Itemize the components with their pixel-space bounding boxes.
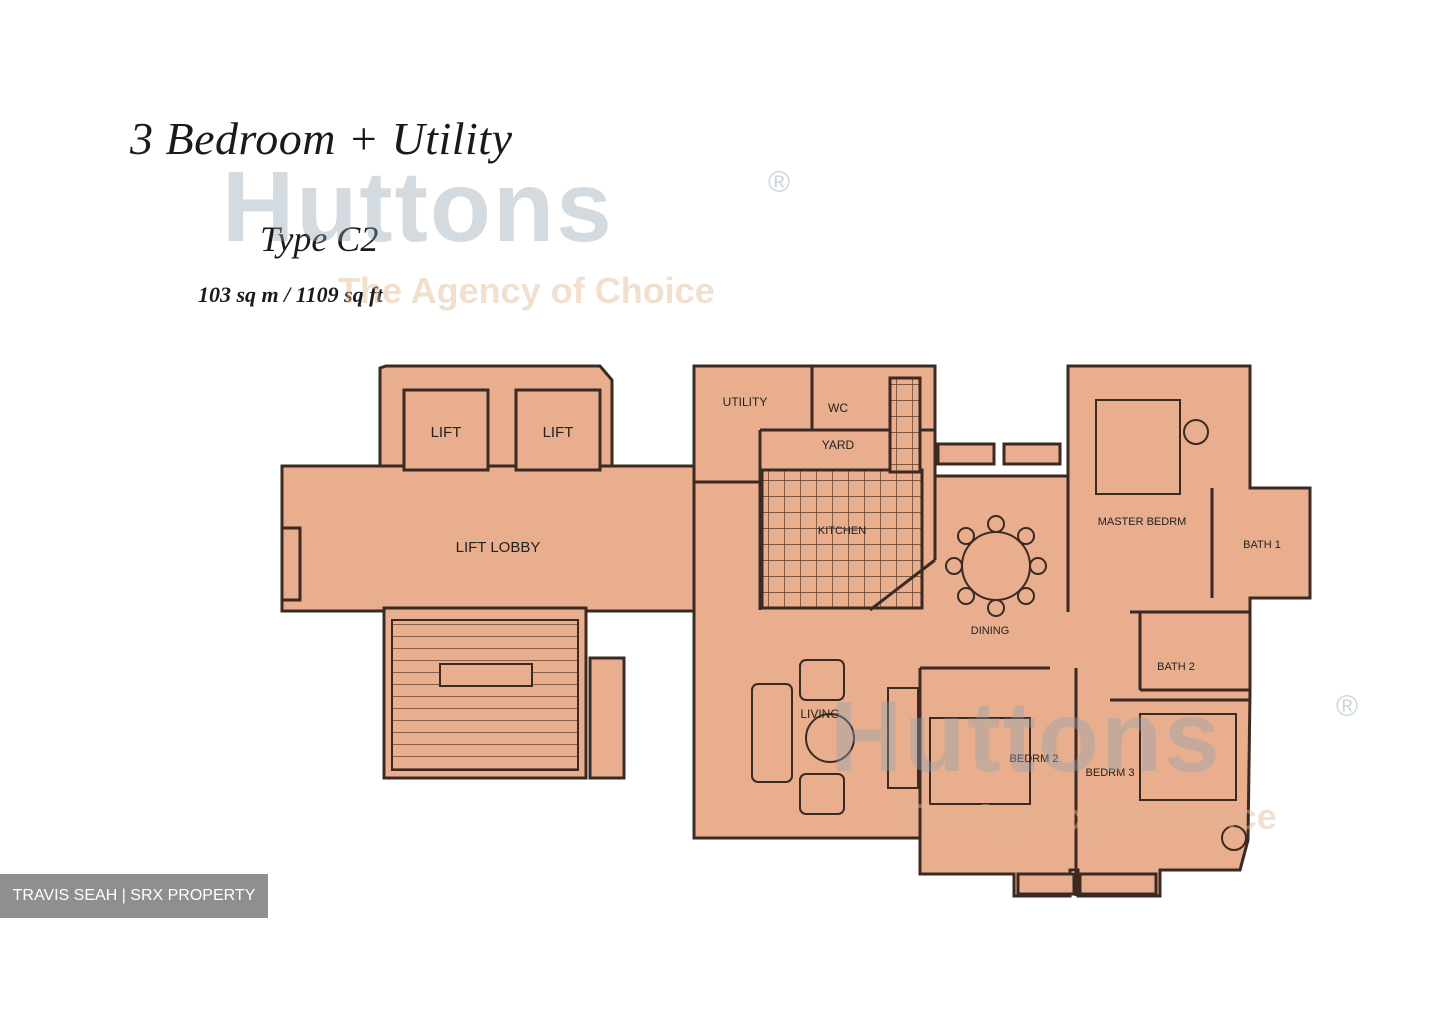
room-label-lift-1: LIFT	[431, 424, 462, 441]
watermark-tagline-top: The Agency of Choice	[338, 270, 715, 311]
master-bed	[1095, 399, 1181, 495]
room-label-wc: WC	[828, 401, 848, 415]
watermark-brand-bottom: Huttons	[830, 681, 1222, 793]
dining-table	[945, 515, 1047, 617]
watermark-brand-top: Huttons	[222, 151, 614, 263]
room-label-master-bedroom: MASTER BEDRM	[1098, 516, 1187, 528]
bedroom-3-bed	[1139, 713, 1237, 801]
room-label-utility: UTILITY	[723, 395, 768, 409]
lift-shaft-2	[514, 388, 602, 472]
yard-tiles	[888, 376, 922, 474]
room-label-kitchen: KITCHEN	[818, 525, 866, 537]
room-label-dining: DINING	[971, 625, 1010, 637]
bedroom-2-bed	[929, 717, 1031, 805]
room-label-bedroom-2: BEDRM 2	[1010, 753, 1059, 765]
unit-area: 103 sq m / 1109 sq ft	[198, 282, 383, 307]
room-label-yard: YARD	[822, 438, 855, 452]
kitchen-tiles	[760, 468, 924, 610]
plan-title: 3 Bedroom + Utility	[130, 113, 513, 164]
stair-treads	[391, 619, 579, 771]
room-label-lift-2: LIFT	[543, 424, 574, 441]
watermark-registered-bottom: ®	[1336, 690, 1359, 723]
lobby-left-bump	[280, 526, 302, 602]
lift-lobby-area	[280, 464, 696, 613]
room-label-master-bath: BATH 1	[1243, 539, 1281, 551]
stair-side	[588, 656, 626, 780]
watermark-registered-top: ®	[768, 166, 791, 199]
room-label-lift-lobby: LIFT LOBBY	[456, 539, 541, 556]
room-label-bath-2: BATH 2	[1157, 661, 1195, 673]
unit-type: Type C2	[260, 219, 379, 259]
watermark-tagline-bottom: The Agency of Choice	[900, 796, 1277, 837]
room-label-living: LIVING	[800, 707, 839, 721]
living-sofa-set	[751, 659, 919, 815]
room-label-bedroom-3: BEDRM 3	[1086, 767, 1135, 779]
lift-shaft-1	[402, 388, 490, 472]
photo-credit: TRAVIS SEAH | SRX PROPERTY	[0, 874, 268, 918]
